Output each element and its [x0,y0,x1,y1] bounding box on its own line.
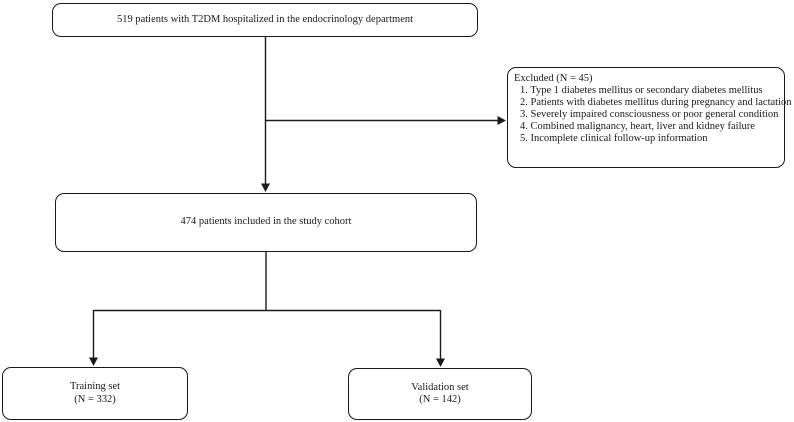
excluded-item-3: 3. Severely impaired consciousness or po… [520,109,779,121]
box-enrolled-patients: 519 patients with T2DM hospitalized in t… [52,3,478,37]
excluded-item-5: 5. Incomplete clinical follow-up informa… [520,133,708,145]
box-validation-set: Validation set (N = 142) [348,368,532,420]
arrowhead-right-excluded [497,116,506,125]
excluded-item-1: 1. Type 1 diabetes mellitus or secondary… [520,85,763,97]
training-set-label: Training set [69,381,121,393]
arrowhead-down-training [89,357,98,366]
excluded-item-4: 4. Combined malignancy, heart, liver and… [520,121,755,133]
excluded-title: Excluded (N = 45) [514,73,593,84]
cohort-label: 474 patients included in the study cohor… [180,216,352,228]
box-study-cohort: 474 patients included in the study cohor… [55,193,477,252]
enrolled-label: 519 patients with T2DM hospitalized in t… [116,13,414,25]
arrowhead-down-cohort [261,183,270,192]
arrowhead-down-validation [436,358,445,367]
box-training-set: Training set (N = 332) [2,367,188,420]
validation-set-label: Validation set [411,381,469,393]
training-set-count: (N = 332) [74,393,116,405]
validation-set-count: (N = 142) [419,394,461,405]
excluded-item-2: 2. Patients with diabetes mellitus durin… [520,97,792,109]
box-excluded: Excluded (N = 45) 1. Type 1 diabetes mel… [507,67,792,168]
